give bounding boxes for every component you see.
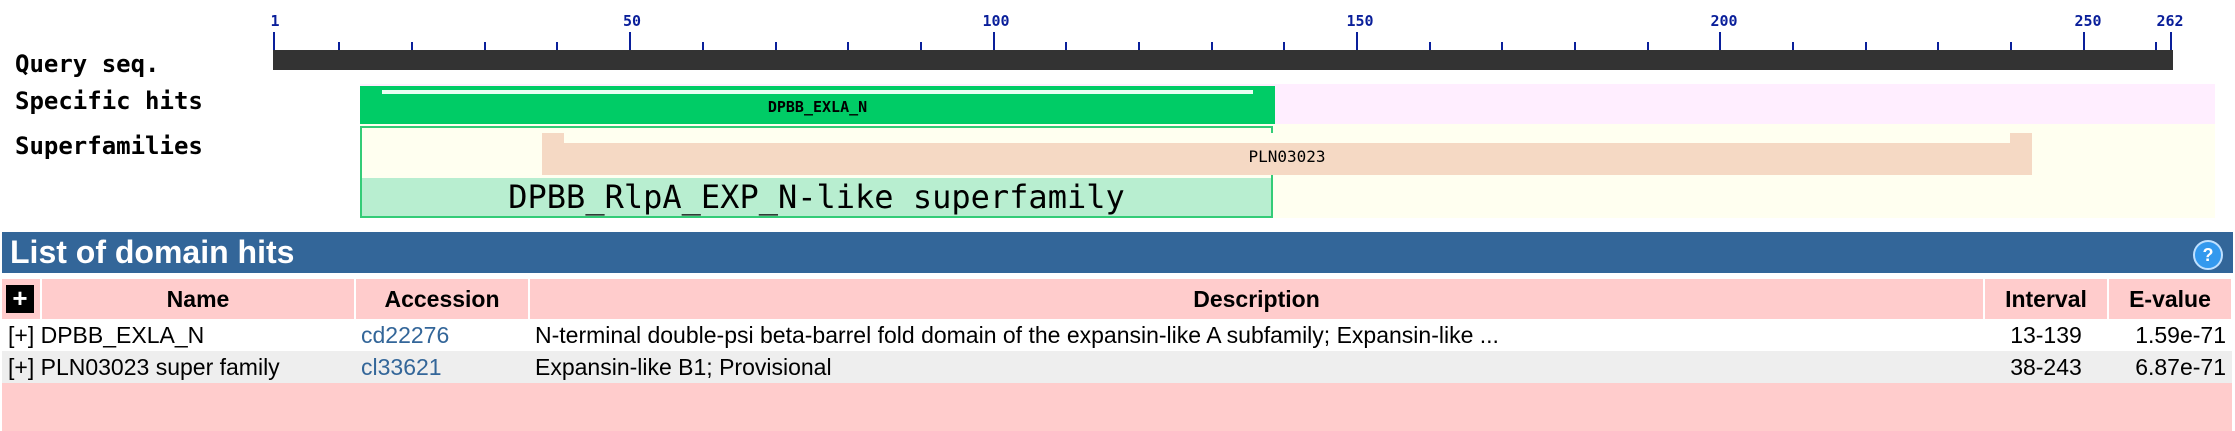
ruler-minor-tick	[1210, 42, 1213, 50]
ruler-minor-tick	[1937, 42, 1940, 50]
accession-link[interactable]: cd22276	[361, 321, 450, 348]
ruler-minor-tick	[919, 42, 922, 50]
track-label-superfamilies: Superfamilies	[15, 132, 203, 160]
accession-link[interactable]: cl33621	[361, 353, 442, 380]
ruler-major-tick	[2170, 32, 2172, 50]
evalue-cell: 6.87e-71	[2108, 351, 2232, 383]
ruler-tick-label: 150	[1346, 12, 1374, 30]
query-sequence-bar	[273, 50, 2173, 70]
panel-title-text: List of domain hits	[10, 234, 295, 270]
ruler-major-tick	[2082, 32, 2085, 50]
hit-name: DPBB_EXLA_N	[40, 321, 205, 348]
domain-hits-table: + Name Accession Description Interval E-…	[2, 279, 2233, 431]
panel-title: List of domain hits ?	[2, 232, 2233, 273]
column-header-name[interactable]: Name	[41, 279, 356, 319]
ruler-minor-tick	[1283, 42, 1286, 50]
evalue-cell: 1.59e-71	[2108, 319, 2232, 351]
superfamily-hit-label: PLN03023	[1248, 147, 1326, 166]
ruler-major-tick	[273, 32, 275, 50]
ruler-minor-tick	[483, 42, 486, 50]
column-header-accession[interactable]: Accession	[355, 279, 530, 319]
ruler-tick-label: 100	[982, 12, 1010, 30]
expand-row-button[interactable]: [+]	[8, 353, 35, 380]
domain-graphic: 1 50 100 150 200 250 262 Query seq. Spec…	[15, 12, 2215, 218]
hit-topline	[382, 90, 1253, 94]
ruler-tick-label: 262	[2156, 12, 2184, 30]
ruler-minor-tick	[1137, 42, 1140, 50]
ruler-tick-label: 50	[622, 12, 642, 30]
ruler-minor-tick	[2155, 42, 2158, 50]
ruler-minor-tick	[1646, 42, 1649, 50]
description-cell: Expansin-like B1; Provisional	[529, 351, 1984, 383]
ruler-major-tick	[1355, 32, 1358, 50]
specific-hit-label: DPBB_EXLA_N	[767, 98, 868, 116]
ruler-tick-label: 250	[2074, 12, 2102, 30]
ruler-minor-tick	[847, 42, 850, 50]
ruler-minor-tick	[1792, 42, 1795, 50]
accession-cell: cl33621	[355, 351, 529, 383]
superfamily-cluster-hit[interactable]: DPBB_RlpA_EXP_N-like superfamily	[362, 178, 1271, 216]
ruler-minor-tick	[556, 42, 559, 50]
table-header-row: + Name Accession Description Interval E-…	[2, 279, 2233, 319]
ruler-minor-tick	[338, 42, 341, 50]
ruler-major-tick	[992, 32, 995, 50]
interval-cell: 13-139	[1984, 319, 2108, 351]
column-header-description[interactable]: Description	[529, 279, 1985, 319]
ruler-minor-tick	[1428, 42, 1431, 50]
ruler-minor-tick	[1065, 42, 1068, 50]
ruler-tick-label: 200	[1710, 12, 1738, 30]
ruler-minor-tick	[701, 42, 704, 50]
expand-all-cell: +	[2, 279, 42, 319]
track-label-specific: Specific hits	[15, 87, 203, 115]
ruler-tick-label: 1	[270, 12, 280, 30]
hit-name: PLN03023 super family	[40, 353, 280, 380]
superfamily-hit-pln03023[interactable]: PLN03023	[542, 133, 2032, 175]
table-row: [+] PLN03023 super family cl33621 Expans…	[2, 351, 2232, 383]
ruler-minor-tick	[1864, 42, 1867, 50]
table-row: [+] DPBB_EXLA_N cd22276 N-terminal doubl…	[2, 319, 2232, 351]
ruler-minor-tick	[774, 42, 777, 50]
name-cell: [+] DPBB_EXLA_N	[2, 319, 355, 351]
column-header-interval[interactable]: Interval	[1984, 279, 2109, 319]
table-footer-row	[2, 383, 2232, 431]
ruler-minor-tick	[411, 42, 414, 50]
ruler-minor-tick	[1574, 42, 1576, 50]
specific-hit-dpbb-exla-n[interactable]: DPBB_EXLA_N	[360, 86, 1275, 124]
description-cell: N-terminal double-psi beta-barrel fold d…	[529, 319, 1984, 351]
ruler-minor-tick	[1501, 42, 1504, 50]
expand-all-icon[interactable]: +	[6, 285, 34, 313]
superfamily-cluster-label: DPBB_RlpA_EXP_N-like superfamily	[508, 178, 1125, 216]
hit-notch	[564, 133, 2010, 143]
expand-row-button[interactable]: [+]	[8, 321, 35, 348]
ruler-minor-tick	[2010, 42, 2013, 50]
accession-cell: cd22276	[355, 319, 529, 351]
ruler-major-tick	[629, 32, 632, 50]
help-icon[interactable]: ?	[2193, 240, 2223, 270]
name-cell: [+] PLN03023 super family	[2, 351, 355, 383]
column-header-evalue[interactable]: E-value	[2108, 279, 2233, 319]
track-label-query: Query seq.	[15, 50, 160, 78]
ruler-major-tick	[1719, 32, 1722, 50]
interval-cell: 38-243	[1984, 351, 2108, 383]
table-footer	[2, 383, 2232, 431]
